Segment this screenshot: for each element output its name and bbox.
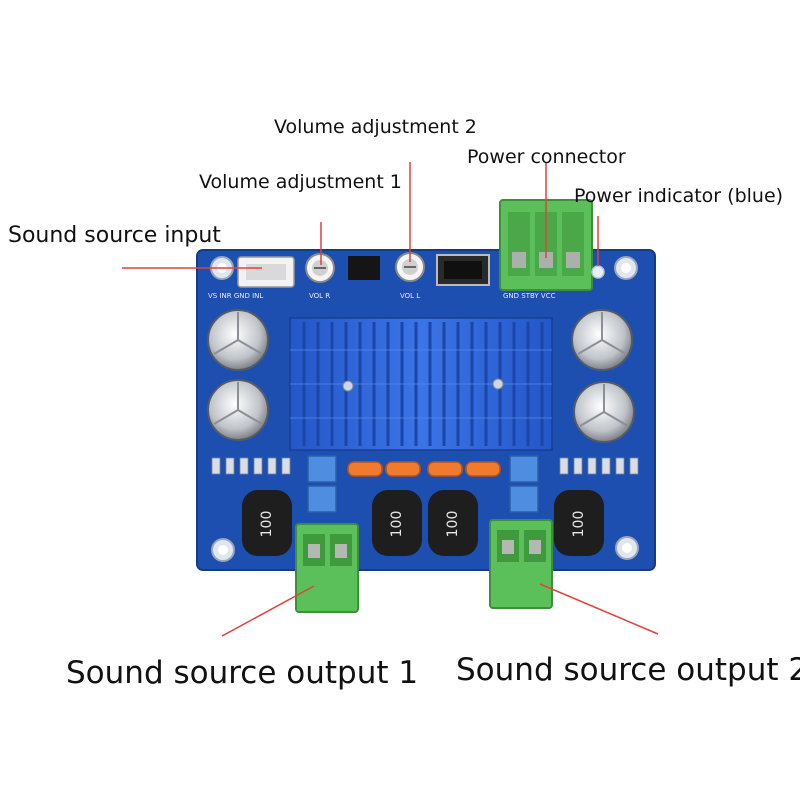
silkscreen-vol-l: VOL L bbox=[400, 292, 420, 300]
inductor-4: 100 bbox=[554, 490, 604, 556]
power-indicator-led bbox=[591, 265, 605, 279]
label-volume-adjustment-2: Volume adjustment 2 bbox=[274, 116, 477, 138]
op-amp-chip bbox=[348, 256, 380, 280]
label-sound-source-output-1: Sound source output 1 bbox=[66, 655, 419, 691]
leader-lines bbox=[122, 162, 659, 637]
silkscreen-power-pins: GND STBY VCC bbox=[503, 292, 556, 300]
ceramic-capacitors bbox=[347, 461, 501, 477]
label-sound-source-output-2: Sound source output 2 bbox=[456, 652, 800, 688]
silkscreen-input-pins: VS INR GND INL bbox=[208, 292, 263, 300]
heatsink bbox=[289, 317, 553, 451]
inductor-2-marking: 100 bbox=[389, 511, 405, 538]
leader-sound-source-output-2 bbox=[539, 583, 659, 635]
label-volume-adjustment-1: Volume adjustment 1 bbox=[199, 171, 402, 193]
film-capacitors bbox=[307, 455, 539, 513]
volume-pot-1 bbox=[305, 253, 335, 283]
inductor-1-marking: 100 bbox=[259, 511, 275, 538]
label-power-indicator: Power indicator (blue) bbox=[574, 185, 784, 207]
volume-pot-2 bbox=[395, 252, 425, 282]
label-power-connector: Power connector bbox=[467, 146, 626, 168]
output-connector-2 bbox=[489, 519, 553, 609]
inductor-2: 100 bbox=[372, 490, 422, 556]
inductor-1: 100 bbox=[242, 490, 292, 556]
label-sound-source-input: Sound source input bbox=[8, 223, 221, 248]
inductor-3-marking: 100 bbox=[445, 511, 461, 538]
silkscreen-vol-r: VOL R bbox=[309, 292, 330, 300]
inductor-4-marking: 100 bbox=[571, 511, 587, 538]
leader-sound-source-output-1 bbox=[221, 585, 315, 637]
inductor-3: 100 bbox=[428, 490, 478, 556]
output-connector-1 bbox=[295, 523, 359, 613]
capacitors bbox=[207, 309, 635, 443]
smd-components bbox=[211, 457, 639, 475]
